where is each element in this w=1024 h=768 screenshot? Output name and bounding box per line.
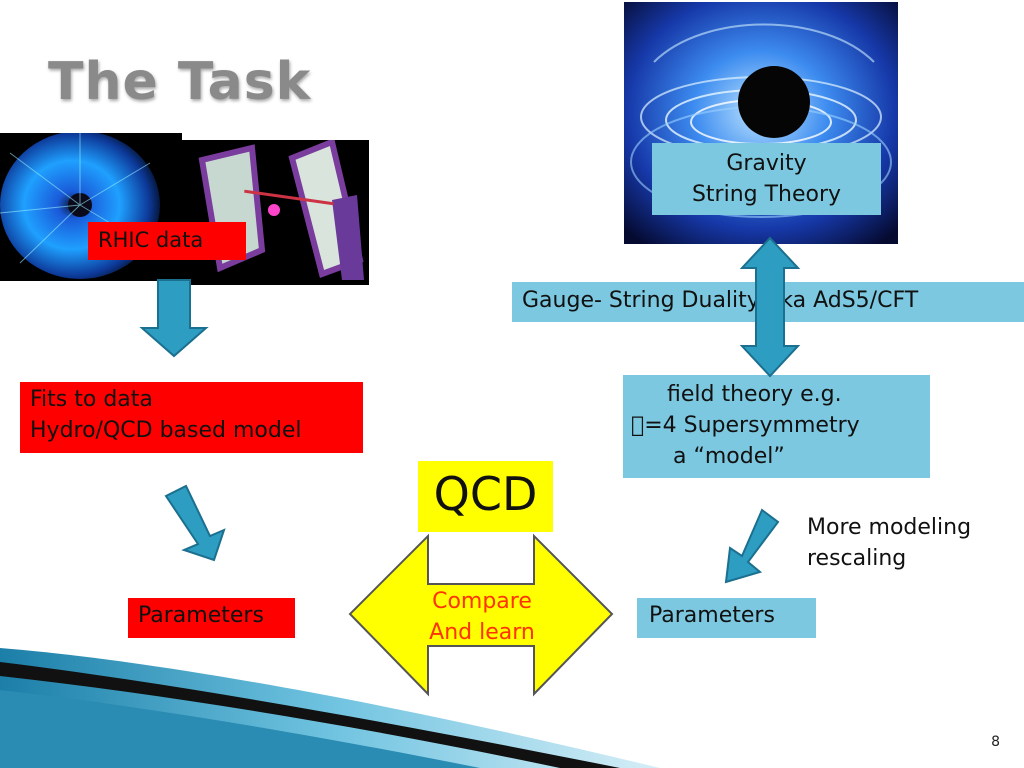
- parameters-right-box: Parameters: [637, 598, 816, 638]
- page-number: 8: [991, 734, 1000, 750]
- compare-line: Compare: [432, 589, 532, 614]
- and-learn-line: And learn: [429, 620, 535, 645]
- string-theory-line: String Theory: [691, 182, 842, 207]
- compare-double-arrow-icon: [348, 533, 614, 697]
- parameters-left-box: Parameters: [128, 598, 295, 638]
- qcd-box: QCD: [418, 461, 553, 532]
- rhic-image-right: [182, 140, 369, 285]
- fits-line: Fits to data: [30, 387, 153, 412]
- supersymmetry-line:  =4 Supersymmetry: [631, 413, 860, 438]
- gravity-string-theory-box: Gravity String Theory: [652, 143, 881, 215]
- diagonal-arrow-left-icon: [164, 484, 226, 562]
- hydro-qcd-line: Hydro/QCD based model: [30, 418, 302, 443]
- gravity-line: Gravity: [726, 151, 807, 176]
- field-theory-line: field theory e.g.: [667, 382, 842, 407]
- diagonal-arrow-right-icon: [724, 508, 780, 584]
- compare-text: Compare And learn: [412, 586, 552, 648]
- more-modeling-line: More modeling: [807, 515, 972, 540]
- slide-title: The Task: [48, 52, 312, 112]
- double-arrow-vertical-icon: [739, 236, 801, 378]
- more-modeling-text: More modeling rescaling: [807, 512, 971, 574]
- field-theory-box: field theory e.g.  =4 Supersymmetry a “m…: [623, 375, 930, 478]
- down-arrow-icon: [139, 279, 209, 358]
- fits-to-data-box: Fits to data Hydro/QCD based model: [20, 382, 363, 453]
- rescaling-line: rescaling: [807, 546, 907, 571]
- rhic-data-label: RHIC data: [88, 222, 246, 260]
- model-line: a “model”: [673, 444, 785, 469]
